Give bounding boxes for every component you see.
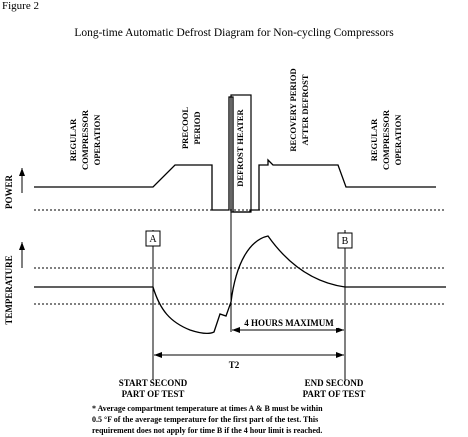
defrost-heater-label: DEFROST HEATER — [235, 108, 245, 186]
svg-text:PRECOOL: PRECOOL — [180, 107, 190, 149]
end-second-part-label: END SECOND PART OF TEST — [303, 378, 366, 399]
footnote-line-2: 0.5 °F of the average temperature for th… — [92, 415, 318, 424]
svg-text:AFTER DEFROST: AFTER DEFROST — [300, 74, 310, 145]
svg-text:PERIOD: PERIOD — [192, 111, 202, 144]
regular-operation-left-label: REGULAR COMPRESSOR OPERATION — [68, 109, 102, 170]
marker-a-label: A — [149, 234, 157, 245]
footnote-line-1: * Average compartment temperature at tim… — [92, 404, 323, 413]
svg-text:COMPRESSOR: COMPRESSOR — [80, 109, 90, 170]
four-hours-label-bg — [240, 317, 338, 328]
svg-text:PART OF TEST: PART OF TEST — [303, 389, 366, 399]
four-hours-label: 4 HOURS MAXIMUM — [244, 318, 334, 328]
svg-text:PART OF TEST: PART OF TEST — [122, 389, 185, 399]
svg-text:RECOVERY PERIOD: RECOVERY PERIOD — [288, 68, 298, 151]
t2-label: T2 — [229, 360, 240, 370]
diagram-title: Long-time Automatic Defrost Diagram for … — [74, 27, 394, 39]
svg-text:OPERATION: OPERATION — [393, 114, 403, 166]
svg-text:REGULAR: REGULAR — [369, 118, 379, 161]
footnote-line-3: requirement does not apply for time B if… — [92, 426, 322, 435]
temperature-axis-label: TEMPERATURE — [4, 255, 14, 324]
svg-text:END SECOND: END SECOND — [305, 378, 364, 388]
svg-text:OPERATION: OPERATION — [92, 114, 102, 166]
start-second-part-label: START SECOND PART OF TEST — [119, 378, 188, 399]
power-trace — [34, 96, 436, 213]
svg-text:REGULAR: REGULAR — [68, 118, 78, 161]
figure-label: Figure 2 — [2, 0, 39, 12]
recovery-period-label: RECOVERY PERIOD AFTER DEFROST — [288, 68, 310, 151]
precool-period-label: PRECOOL PERIOD — [180, 107, 202, 149]
svg-text:START SECOND: START SECOND — [119, 378, 188, 388]
marker-a-box — [145, 230, 161, 247]
power-axis-label: POWER — [4, 175, 14, 210]
marker-b-box — [337, 232, 353, 249]
svg-text:COMPRESSOR: COMPRESSOR — [381, 109, 391, 170]
regular-operation-right-label: REGULAR COMPRESSOR OPERATION — [369, 109, 403, 170]
marker-b-label: B — [342, 236, 349, 247]
footnote: * Average compartment temperature at tim… — [92, 404, 323, 435]
